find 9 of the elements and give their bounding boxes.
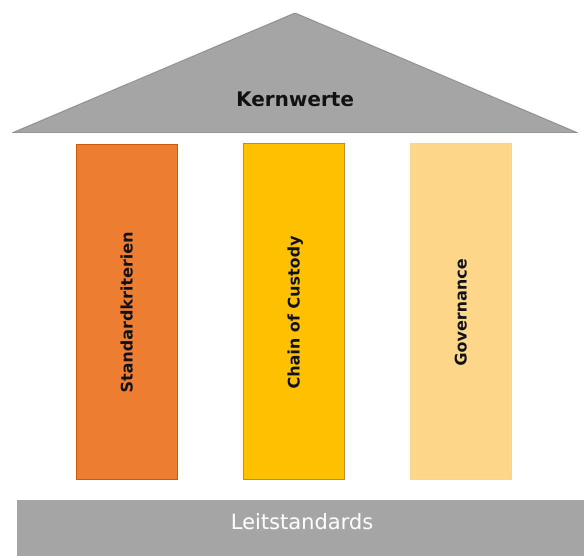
pillar-label: Standardkriterien <box>118 231 136 393</box>
pillar-label: Governance <box>452 258 470 366</box>
pillar <box>410 143 512 480</box>
pillar <box>243 143 345 480</box>
base-bar <box>17 500 584 556</box>
roof-label: Kernwerte <box>236 87 354 111</box>
base-label: Leitstandards <box>230 510 374 534</box>
pillar <box>76 144 178 480</box>
pillar-label: Chain of Custody <box>284 234 304 388</box>
